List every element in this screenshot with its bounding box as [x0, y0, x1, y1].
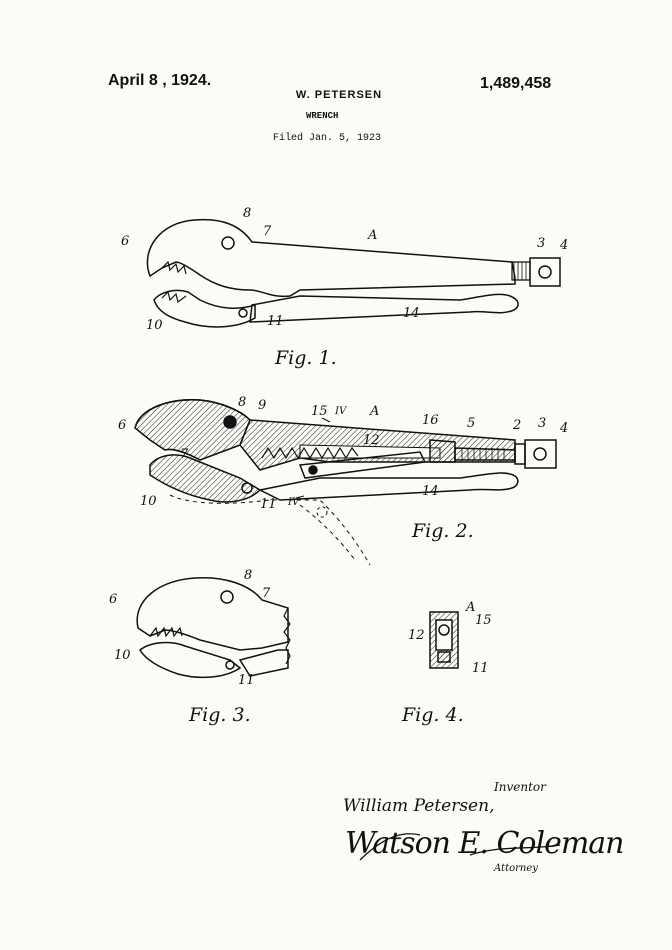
fig1-ref-6: 6: [121, 234, 130, 249]
fig1-ref-14: 14: [403, 306, 420, 321]
fig4-label: Fig. 4.: [402, 704, 464, 726]
fig1-nut-face: [538, 265, 552, 279]
fig3-ref-8: 8: [244, 568, 253, 583]
fig2-pivot-lower: [241, 482, 253, 494]
fig1-lever-14: [249, 293, 519, 323]
attorney-signature: Watson E. Coleman: [345, 826, 624, 861]
figure-4-cross-section: [429, 611, 459, 669]
filed-date: Filed Jan. 5, 1923: [273, 133, 382, 144]
fig2-ref-2: 2: [513, 418, 522, 433]
fig2-ref-15: 15: [311, 404, 328, 419]
fig2-pivot-8: [223, 415, 237, 429]
fig2-screw-threads: [461, 448, 505, 460]
figure-3-jaw-detail: [136, 576, 291, 679]
fig1-ref-7: 7: [263, 224, 272, 239]
fig2-section-line-IV: [295, 417, 331, 499]
fig1-pivot-lower: [238, 308, 248, 318]
fig2-ref-14: 14: [422, 484, 439, 499]
fig2-ref-6: 6: [118, 418, 127, 433]
fig2-lever-14: [257, 472, 519, 501]
fig3-broken-edge: [283, 607, 291, 665]
fig2-link-12: [298, 451, 427, 479]
fig2-lever-open-dashed: [169, 494, 371, 566]
inventor-signature: William Petersen,: [343, 796, 495, 816]
fig2-ref-12: 12: [363, 433, 380, 448]
fig1-ref-8: 8: [243, 206, 252, 221]
fig2-plug-16: [429, 439, 456, 463]
fig3-upper-jaw: [136, 576, 289, 651]
figure-2-wrench-section-view: [134, 399, 557, 566]
inventor-name-header: W. PETERSEN: [0, 89, 672, 101]
fig3-pivot-8: [220, 590, 234, 604]
fig1-lower-jaw: [153, 289, 256, 328]
fig2-ref-3: 3: [538, 416, 547, 431]
fig4-ref-11: 11: [472, 661, 489, 676]
fig3-ref-7: 7: [262, 586, 271, 601]
fig2-ref-11: 11: [260, 497, 277, 512]
fig1-ref-A: A: [368, 228, 378, 243]
fig2-spring-15: [261, 446, 359, 460]
fig2-upper-jaw-outline: [134, 399, 251, 429]
fig2-ref-IV-top: IV: [335, 406, 347, 417]
invention-title: WRENCH: [306, 111, 339, 121]
fig2-nut-4: [524, 439, 557, 469]
fig1-upper-jaw-teeth: [161, 260, 187, 275]
fig2-ref-A: A: [370, 404, 380, 419]
fig2-ref-4: 4: [560, 421, 569, 436]
fig1-screw-threads: [513, 262, 527, 280]
fig3-pivot-lower: [225, 660, 235, 670]
fig4-link-12: [437, 651, 451, 663]
fig2-ref-9: 9: [258, 398, 267, 413]
attorney-label: Attorney: [494, 863, 538, 874]
fig3-teeth: [149, 626, 183, 638]
fig3-ref-10: 10: [114, 648, 131, 663]
fig4-ref-A: A: [466, 600, 476, 615]
fig2-pivot-open-dashed: [316, 506, 328, 518]
fig1-ref-11: 11: [267, 314, 284, 329]
fig1-ref-4: 4: [560, 238, 569, 253]
fig2-lever-open-dashed-2: [299, 504, 356, 561]
fig1-nut-4: [529, 257, 561, 287]
fig2-nut-face: [533, 447, 547, 461]
fig2-ref-8: 8: [238, 395, 247, 410]
fig2-ref-7: 7: [180, 447, 189, 462]
fig1-pivot-8: [221, 236, 235, 250]
fig3-ref-6: 6: [109, 592, 118, 607]
inventor-name-text: W. PETERSEN: [295, 89, 383, 101]
fig4-spring-15: [438, 624, 450, 636]
fig2-ref-IV-bottom: IV: [288, 497, 300, 508]
fig1-upper-jaw-and-handle: [146, 218, 516, 298]
attorney-signature-flourish: [359, 833, 561, 861]
fig2-ref-5: 5: [467, 416, 476, 431]
fig3-lower-jaw: [139, 641, 242, 679]
patent-date: April 8 , 1924.: [108, 72, 212, 89]
inventor-label: Inventor: [494, 780, 546, 794]
fig2-link-pin: [308, 465, 318, 475]
fig2-ref-16: 16: [422, 413, 439, 428]
fig2-collar: [514, 443, 526, 465]
fig4-ref-15: 15: [475, 613, 492, 628]
fig1-ref-3: 3: [537, 236, 546, 251]
fig3-label: Fig. 3.: [189, 704, 251, 726]
fig2-lower-jaw: [149, 454, 262, 503]
patent-number: 1,489,458: [480, 75, 552, 92]
fig2-label: Fig. 2.: [412, 520, 474, 542]
fig2-ref-10: 10: [140, 494, 157, 509]
fig1-lower-jaw-teeth: [161, 290, 187, 304]
figure-1-wrench-side-view: [146, 218, 561, 328]
fig3-ref-11: 11: [238, 673, 255, 688]
fig1-ref-10: 10: [146, 318, 163, 333]
fig4-ref-12: 12: [408, 628, 425, 643]
fig1-label: Fig. 1.: [275, 347, 337, 369]
